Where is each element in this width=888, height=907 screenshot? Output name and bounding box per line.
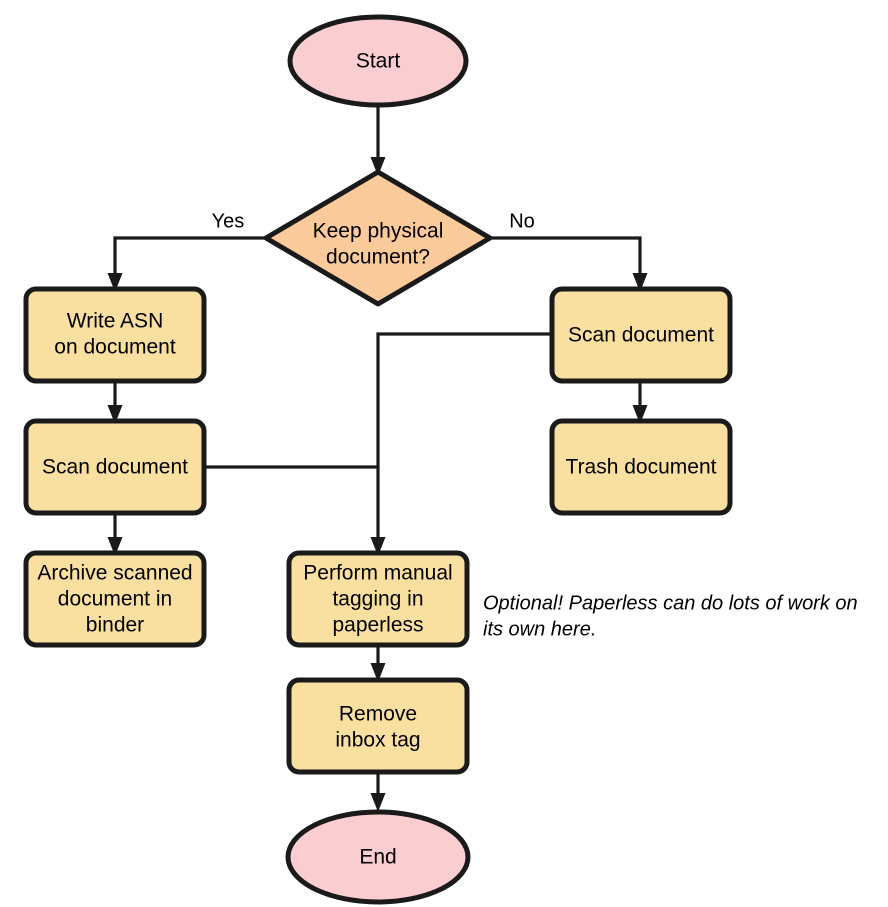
note-line1: Optional! Paperless can do lots of work … [483, 592, 858, 614]
remove-inbox-box-shape [286, 677, 470, 775]
node-scan-document-left[interactable]: Scan document [23, 418, 207, 516]
connector-scan-right-to-tagging [370, 332, 552, 556]
write-asn-label-line2: on document [54, 336, 176, 359]
edge-label-no: No [509, 210, 535, 232]
archive-label-line1: Archive scanned [37, 562, 192, 585]
trash-document-label: Trash document [566, 456, 717, 479]
node-decision-keep-physical-document[interactable]: Keep physical document? [263, 169, 493, 307]
edge-label-yes: Yes [212, 210, 245, 232]
node-remove-inbox-tag[interactable]: Remove inbox tag [286, 677, 470, 775]
decision-label-line1: Keep physical [313, 220, 444, 243]
annotation-note-optional: Optional! Paperless can do lots of work … [483, 592, 858, 640]
node-archive-scanned-document[interactable]: Archive scanned document in binder [23, 550, 207, 648]
tagging-label-line1: Perform manual [303, 562, 452, 585]
node-start[interactable]: Start [287, 14, 469, 108]
start-ellipse-shape [287, 14, 469, 108]
connector-scan-right-to-trash [632, 381, 648, 424]
remove-inbox-label-line1: Remove [339, 703, 417, 726]
connector-remove-inbox-to-end [370, 772, 386, 812]
tagging-box-shape [286, 550, 470, 648]
archive-label-line3: binder [86, 614, 144, 637]
connector-scan-left-to-archive [107, 513, 123, 556]
write-asn-label-line1: Write ASN [67, 310, 163, 333]
connector-start-to-decision [370, 104, 386, 176]
tagging-label-line3: paperless [332, 614, 423, 637]
trash-document-box-shape [549, 418, 733, 516]
scan-document-left-box-shape [23, 418, 207, 516]
start-label: Start [356, 50, 401, 73]
node-end[interactable]: End [285, 809, 471, 905]
node-write-asn-on-document[interactable]: Write ASN on document [23, 286, 207, 384]
end-label: End [359, 846, 396, 869]
archive-box-shape [23, 550, 207, 648]
end-ellipse-shape [285, 809, 471, 905]
archive-label-line2: document in [58, 588, 172, 611]
decision-diamond-shape [263, 169, 493, 307]
scan-document-right-label: Scan document [568, 324, 714, 347]
scan-document-left-label: Scan document [42, 456, 188, 479]
connector-tagging-to-remove-inbox [370, 645, 386, 682]
decision-label-line2: document? [326, 246, 430, 269]
node-trash-document[interactable]: Trash document [549, 418, 733, 516]
node-scan-document-right[interactable]: Scan document [549, 286, 733, 384]
node-perform-manual-tagging[interactable]: Perform manual tagging in paperless [286, 550, 470, 648]
scan-document-right-box-shape [549, 286, 733, 384]
connector-write-asn-to-scan-left [107, 381, 123, 424]
tagging-label-line2: tagging in [332, 588, 423, 611]
write-asn-box-shape [23, 286, 207, 384]
remove-inbox-label-line2: inbox tag [335, 729, 420, 752]
connector-decision-yes-to-write-asn [107, 236, 265, 292]
note-line2: its own here. [483, 618, 596, 640]
connector-decision-no-to-scan-right [490, 236, 648, 292]
